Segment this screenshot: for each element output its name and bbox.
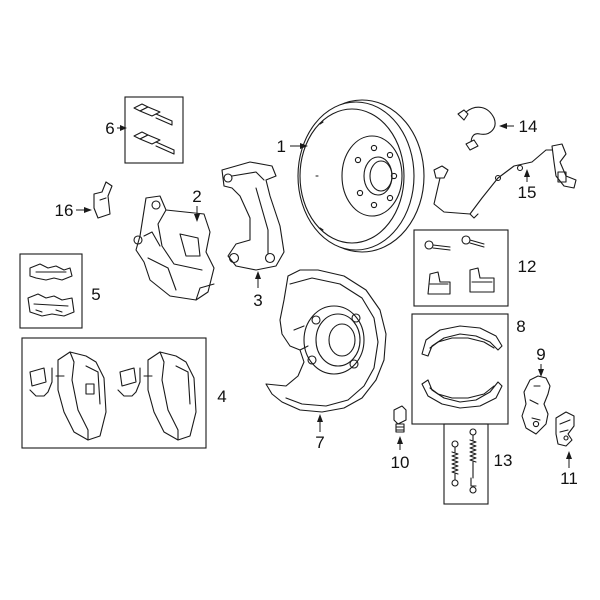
callout-10-label: 10: [391, 453, 410, 472]
callout-5: 5: [91, 285, 100, 304]
callout-12: 12: [518, 257, 537, 276]
callout-9-label: 9: [536, 345, 545, 364]
callout-14-label: 14: [519, 117, 538, 136]
callout-4-label: 4: [217, 387, 226, 406]
callout-11-label: 11: [560, 469, 578, 488]
callout-3: 3: [253, 271, 263, 310]
callout-1: 1: [277, 137, 308, 156]
callout-13: 13: [494, 451, 513, 470]
callout-8: 8: [516, 317, 525, 336]
callout-10: 10: [391, 436, 410, 472]
parking-brake-lever-part[interactable]: [521, 375, 551, 435]
callout-15-label: 15: [518, 183, 537, 202]
callout-6: 6: [105, 119, 127, 138]
callout-16-label: 16: [55, 201, 74, 220]
callout-3-label: 3: [253, 291, 262, 310]
brake-pads-box: [21, 337, 207, 449]
callout-15: 15: [518, 169, 537, 202]
bleeder-screw-part[interactable]: [393, 405, 407, 433]
caliper-clip-part[interactable]: [93, 181, 113, 219]
callout-13-label: 13: [494, 451, 513, 470]
callout-12-label: 12: [518, 257, 537, 276]
pad-hardware-kit-box: [19, 253, 83, 329]
parking-brake-shoes-part[interactable]: [421, 325, 503, 409]
callout-1-label: 1: [277, 137, 286, 156]
spring-kit-part[interactable]: [451, 428, 477, 494]
wear-sensor-part[interactable]: [457, 106, 496, 151]
callout-2: 2: [192, 187, 202, 222]
callout-2-label: 2: [192, 187, 201, 206]
parking-brake-hardware-box: [413, 229, 509, 307]
spring-kit-box: [443, 423, 489, 505]
callout-7-label: 7: [315, 433, 324, 452]
caliper-part[interactable]: [133, 195, 215, 301]
abs-sensor-part[interactable]: [433, 143, 577, 219]
callout-5-label: 5: [91, 285, 100, 304]
callout-8-label: 8: [516, 317, 525, 336]
callout-14: 14: [499, 117, 537, 136]
callout-9: 9: [536, 345, 546, 377]
brake-pads-part[interactable]: [29, 351, 197, 441]
brake-rotor-part[interactable]: [297, 99, 425, 253]
guide-pin-kit-box: [124, 96, 184, 164]
adjuster-part[interactable]: [555, 411, 575, 447]
dust-shield-part[interactable]: [265, 269, 387, 413]
callout-7: 7: [315, 414, 325, 452]
callout-4: 4: [217, 387, 226, 406]
callout-11: 11: [560, 451, 578, 488]
callout-16: 16: [55, 201, 92, 220]
callout-6-label: 6: [105, 119, 114, 138]
caliper-bracket-part[interactable]: [221, 161, 285, 271]
pad-hardware-kit-part[interactable]: [27, 263, 75, 317]
parking-brake-hardware-part[interactable]: [424, 235, 495, 295]
guide-pin-kit-part[interactable]: [133, 103, 175, 155]
